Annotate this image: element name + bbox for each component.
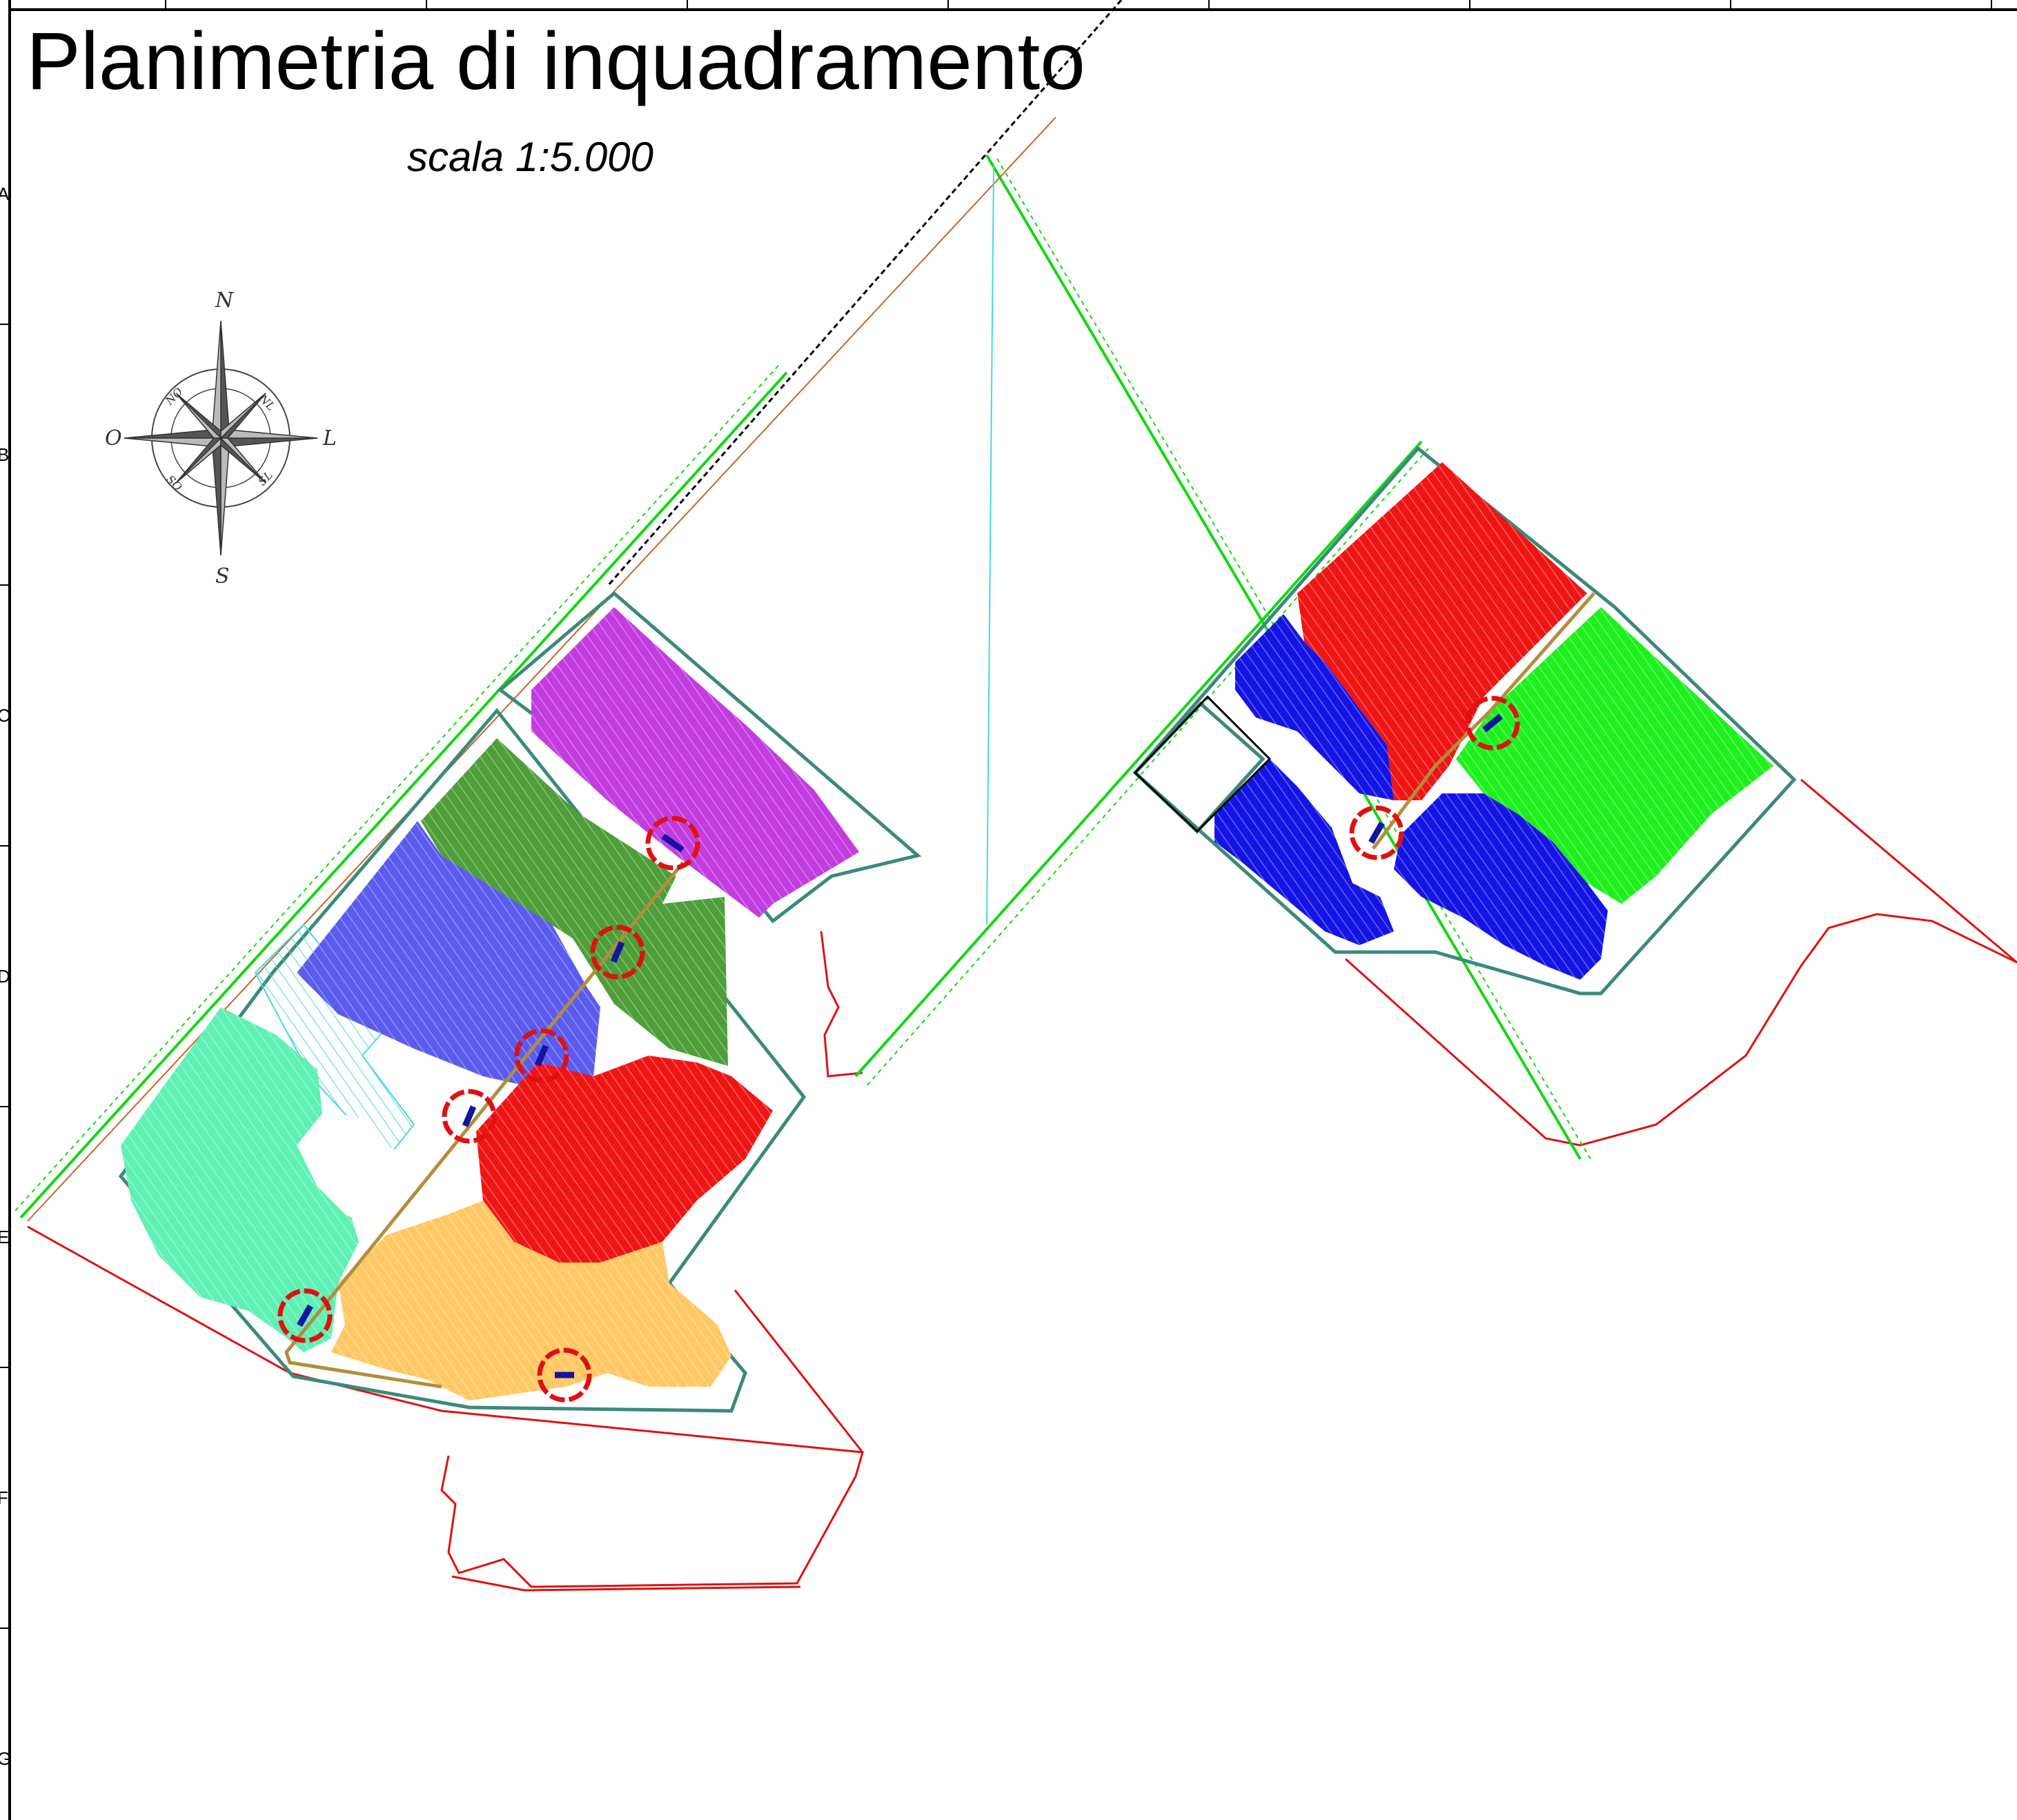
- grid-col-4: 4: [811, 0, 820, 3]
- cabin-marker: [277, 1288, 333, 1343]
- parcel-boundary: [27, 778, 2017, 1592]
- grid-row-d: D: [0, 966, 10, 987]
- cabin-marker: [590, 924, 645, 980]
- compass-west: O: [105, 426, 122, 451]
- grid-row-a: A: [0, 184, 10, 204]
- cabin-marker: [442, 1089, 497, 1144]
- grid-col-7: 7: [1594, 0, 1603, 3]
- pv-array-red-right: [1297, 462, 1587, 800]
- drawing-title: Planimetria di inquadramento: [26, 16, 1085, 107]
- grid-row-labels: A B C D E F G: [0, 184, 11, 1769]
- grid-col-1: 1: [33, 0, 42, 3]
- cabin-marker: [537, 1347, 592, 1403]
- pv-array-mint: [121, 1007, 359, 1352]
- pv-array-light-blue: [297, 821, 600, 1090]
- cabin-markers: [277, 695, 1520, 1403]
- grid-row-e: E: [0, 1227, 9, 1247]
- compass-rose: N S L O NL NO SL SO: [105, 288, 337, 588]
- grid-row-c: C: [0, 705, 10, 726]
- grid-row-g: G: [0, 1748, 11, 1769]
- cyan-hatch-area: [254, 923, 415, 1160]
- cabin-marker: [645, 815, 700, 871]
- grid-row-f: F: [0, 1487, 8, 1508]
- pv-array-orange: [331, 1200, 731, 1401]
- grid-col-2: 2: [293, 0, 302, 3]
- pv-array-blue-lower: [1214, 759, 1608, 980]
- compass-northwest: NO: [162, 385, 185, 408]
- internal-road: [284, 592, 1595, 1389]
- grid-row-b: B: [0, 444, 9, 465]
- grid-col-6: 6: [1332, 0, 1341, 3]
- pv-array-red-left: [476, 1056, 773, 1263]
- compass-south: S: [215, 564, 230, 588]
- grid-col-5: 5: [1071, 0, 1080, 3]
- cabin-marker: [514, 1028, 569, 1083]
- cabin-marker: [1465, 695, 1520, 751]
- pv-array-blue-upper: [1235, 614, 1394, 800]
- compass-north: N: [215, 288, 235, 313]
- pv-array-dark-green: [421, 738, 728, 1066]
- compass-east: L: [322, 426, 337, 451]
- utility-lines: [27, 0, 1123, 1222]
- grid-col-3: 3: [552, 0, 561, 3]
- grid-column-labels: 1 2 3 4 5 6 7 8: [33, 0, 1865, 3]
- pv-array-purple: [531, 607, 859, 918]
- building-outline: [1133, 695, 1272, 833]
- pv-array-green: [1456, 607, 1773, 904]
- scale-label: scala 1:5.000: [407, 134, 653, 180]
- grid-col-8: 8: [1856, 0, 1865, 3]
- cabin-marker: [1349, 805, 1404, 860]
